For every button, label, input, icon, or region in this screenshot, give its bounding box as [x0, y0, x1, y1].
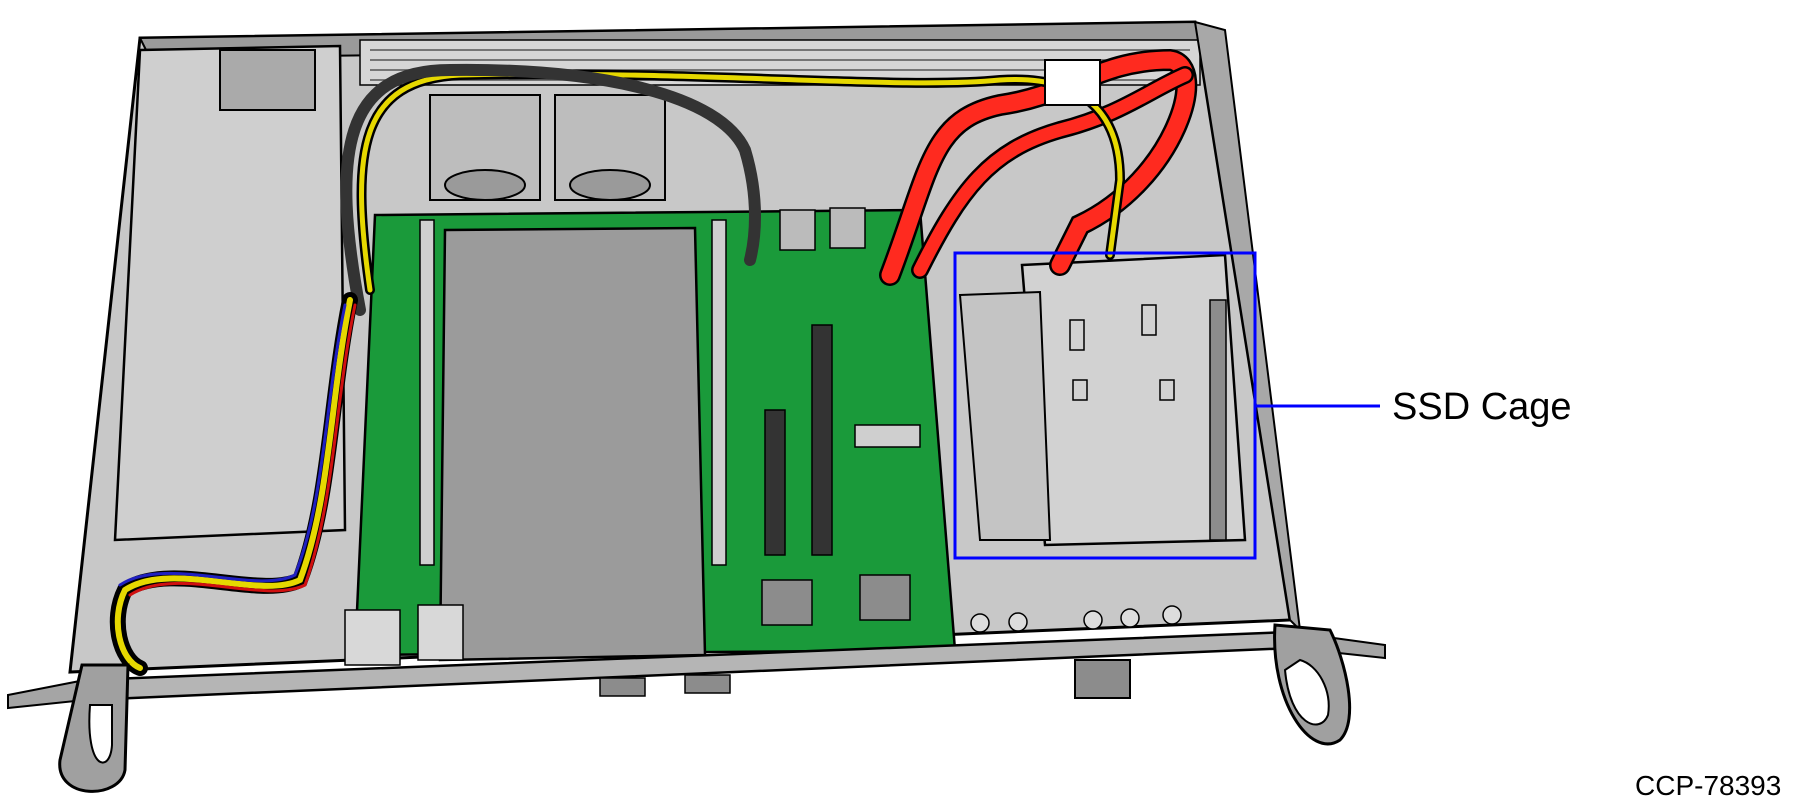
- figure-id: CCP-78393: [1635, 770, 1782, 801]
- chipset: [859, 574, 911, 621]
- front-io: [344, 609, 401, 666]
- sata-port: [829, 207, 866, 249]
- ssd-cage-callout-label: SSD Cage: [1392, 386, 1572, 428]
- ssd-cage: [958, 253, 1247, 547]
- front-connector: [599, 677, 646, 697]
- rack-handle-left: [58, 663, 130, 793]
- dimm-slot: [711, 219, 727, 566]
- power-supply: [113, 44, 347, 542]
- psu-handle: [219, 49, 316, 111]
- memory-cover: [438, 226, 707, 662]
- pcie-slot: [764, 409, 786, 556]
- front-foot: [1074, 659, 1131, 699]
- m2-slot: [854, 424, 921, 448]
- front-io: [417, 604, 464, 661]
- fan-left: [429, 94, 541, 201]
- front-connector: [684, 674, 731, 694]
- standoffs: [970, 605, 1182, 633]
- rack-handle-right: [1273, 623, 1352, 746]
- chipset: [761, 579, 813, 626]
- power-cables: [109, 59, 1126, 676]
- sata-port: [779, 209, 816, 251]
- fan-right: [554, 94, 666, 201]
- dimm-slot: [419, 219, 435, 566]
- pcie-slot: [811, 324, 833, 556]
